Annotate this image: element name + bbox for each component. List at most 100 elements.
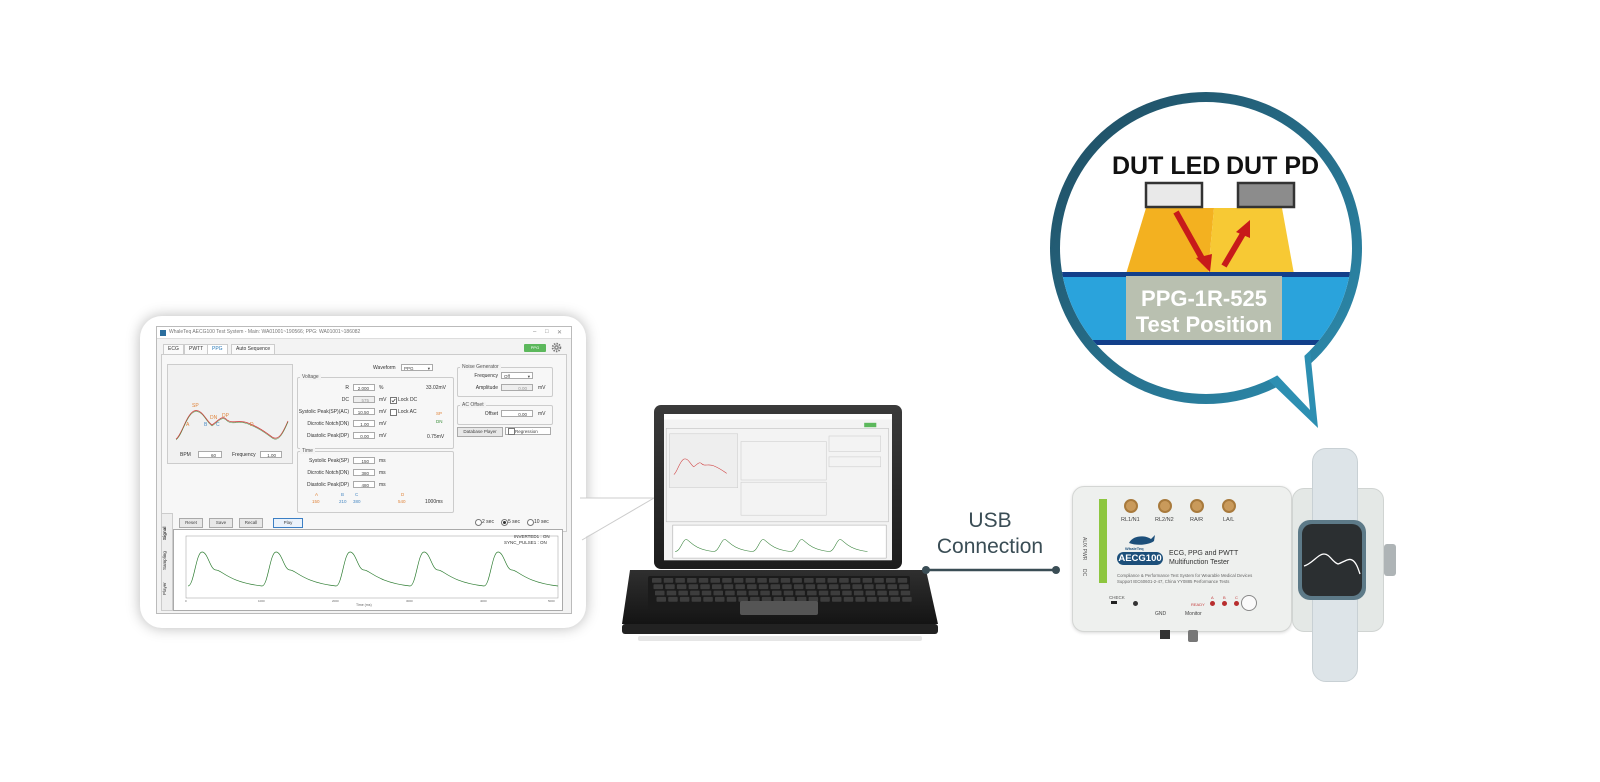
keyboard-key bbox=[890, 596, 900, 602]
usb-label-line1: USB bbox=[968, 509, 1012, 532]
gnd-label: GND bbox=[1155, 611, 1167, 617]
lock-dc-checkbox[interactable] bbox=[390, 397, 397, 404]
port-rl1-label: RL1/N1 bbox=[1121, 517, 1140, 523]
keyboard-key bbox=[725, 590, 735, 596]
r-input[interactable]: 2.000 bbox=[353, 384, 375, 391]
duration-2sec-radio[interactable] bbox=[475, 519, 482, 526]
waveform-select[interactable]: PPG▾ bbox=[401, 364, 433, 371]
offset-label: Offset bbox=[484, 411, 498, 417]
keyboard-key bbox=[687, 578, 697, 583]
r-label: R bbox=[345, 385, 349, 391]
save-button[interactable]: Save bbox=[209, 518, 233, 528]
keyboard-key bbox=[760, 590, 770, 596]
status-led-b bbox=[1222, 601, 1227, 606]
chevron-down-icon: ▾ bbox=[527, 374, 530, 379]
port-ra-jack[interactable] bbox=[1190, 499, 1204, 513]
noise-generator-title: Noise Generator bbox=[460, 364, 501, 370]
keyboard-key bbox=[827, 578, 837, 583]
duration-10sec-label: 10 sec bbox=[534, 519, 549, 525]
dc-label: DC bbox=[1081, 569, 1087, 577]
port-la-jack[interactable] bbox=[1222, 499, 1236, 513]
keyboard-key bbox=[690, 590, 700, 596]
status-led-a bbox=[1210, 601, 1215, 606]
offset-unit: mV bbox=[538, 411, 546, 417]
keyboard-key bbox=[782, 584, 792, 590]
keyboard-key bbox=[853, 590, 864, 596]
noise-frequency-value: Off bbox=[504, 374, 510, 379]
keyboard-key bbox=[850, 578, 861, 583]
keyboard-key bbox=[897, 578, 908, 583]
dn-side-label: DN bbox=[436, 419, 443, 424]
duration-10sec-radio[interactable] bbox=[527, 519, 534, 526]
time-group bbox=[297, 451, 454, 513]
side-tab-strip bbox=[161, 513, 173, 611]
sp-voltage-input[interactable]: 10.50 bbox=[353, 408, 375, 415]
maximize-button[interactable]: □ bbox=[545, 329, 549, 335]
side-tab-player[interactable]: Player bbox=[162, 582, 167, 595]
regression-toggle[interactable]: Regression bbox=[505, 427, 551, 435]
database-player-button[interactable]: Database Player bbox=[457, 427, 503, 437]
check-switch[interactable] bbox=[1111, 601, 1117, 604]
recall-button[interactable]: Recall bbox=[239, 518, 263, 528]
ac-offset-group bbox=[457, 405, 553, 425]
led-label-a: A bbox=[1211, 595, 1214, 600]
keyboard-key bbox=[842, 590, 852, 596]
marker-sp: SP bbox=[192, 403, 199, 409]
bpm-input[interactable]: 60 bbox=[198, 451, 222, 458]
keyboard-key bbox=[875, 584, 886, 590]
play-button[interactable]: Play bbox=[273, 518, 303, 528]
dp-voltage-input[interactable]: 0.00 bbox=[353, 432, 375, 439]
preview-waveform bbox=[175, 410, 289, 441]
side-tab-signal[interactable]: Signal bbox=[162, 526, 167, 540]
side-tab-sampling[interactable]: Sampling bbox=[162, 551, 167, 570]
keyboard-key bbox=[805, 584, 816, 590]
offset-input[interactable]: 0.00 bbox=[501, 410, 533, 417]
close-button[interactable]: ✕ bbox=[557, 330, 563, 336]
keyboard-key bbox=[815, 578, 826, 583]
usb-cable-line bbox=[922, 566, 1060, 574]
frequency-input[interactable]: 1.00 bbox=[260, 451, 282, 458]
test-position-line2: Test Position bbox=[1135, 312, 1273, 337]
port-rl1-jack[interactable] bbox=[1124, 499, 1138, 513]
keyboard-key bbox=[678, 590, 688, 596]
duration-5sec-radio[interactable] bbox=[501, 519, 508, 526]
time-value-c: 380 bbox=[353, 499, 361, 504]
dn-time-input[interactable]: 380 bbox=[353, 469, 375, 476]
dp-time-input[interactable]: 480 bbox=[353, 481, 375, 488]
keyboard-key bbox=[679, 596, 690, 602]
keyboard-key bbox=[865, 590, 876, 596]
keyboard-key bbox=[712, 584, 722, 590]
keyboard-key bbox=[703, 596, 713, 602]
monitor-label: Monitor bbox=[1185, 611, 1202, 617]
keyboard-key bbox=[817, 584, 827, 590]
keyboard-key bbox=[723, 584, 734, 590]
holder-clamp bbox=[1384, 544, 1396, 576]
keyboard-key bbox=[839, 578, 849, 583]
lock-ac-label: Lock AC bbox=[398, 409, 417, 415]
lock-ac-checkbox[interactable] bbox=[390, 409, 397, 416]
test-position-bubble bbox=[1050, 92, 1362, 428]
keyboard-key bbox=[832, 596, 842, 602]
voltage-title: Voltage bbox=[300, 374, 321, 380]
noise-amplitude-input[interactable]: 0.00 bbox=[501, 384, 533, 391]
port-rl2-jack[interactable] bbox=[1158, 499, 1172, 513]
check-label: CHECK bbox=[1109, 595, 1125, 600]
reset-button[interactable]: Reset bbox=[179, 518, 203, 528]
time-letter-d: D bbox=[401, 492, 405, 497]
sp-time-input[interactable]: 150 bbox=[353, 457, 375, 464]
dut-led-label: DUT LED bbox=[1112, 152, 1221, 180]
regression-checkbox[interactable] bbox=[508, 428, 515, 435]
noise-frequency-select[interactable]: Off ▾ bbox=[501, 372, 533, 379]
keyboard-key bbox=[862, 578, 873, 583]
device-power-button[interactable] bbox=[1241, 595, 1257, 611]
dc-input[interactable]: 575 bbox=[353, 396, 375, 403]
minimize-button[interactable]: – bbox=[533, 329, 537, 335]
dn-voltage-input[interactable]: 1.00 bbox=[353, 420, 375, 427]
keyboard-key bbox=[735, 584, 745, 590]
keyboard-key bbox=[675, 578, 685, 583]
keyboard-key bbox=[878, 596, 889, 602]
keyboard-key bbox=[795, 590, 805, 596]
signal-chart bbox=[185, 535, 559, 599]
usb-connection-label: USB Connection bbox=[924, 508, 1056, 560]
gear-icon[interactable] bbox=[551, 342, 562, 353]
